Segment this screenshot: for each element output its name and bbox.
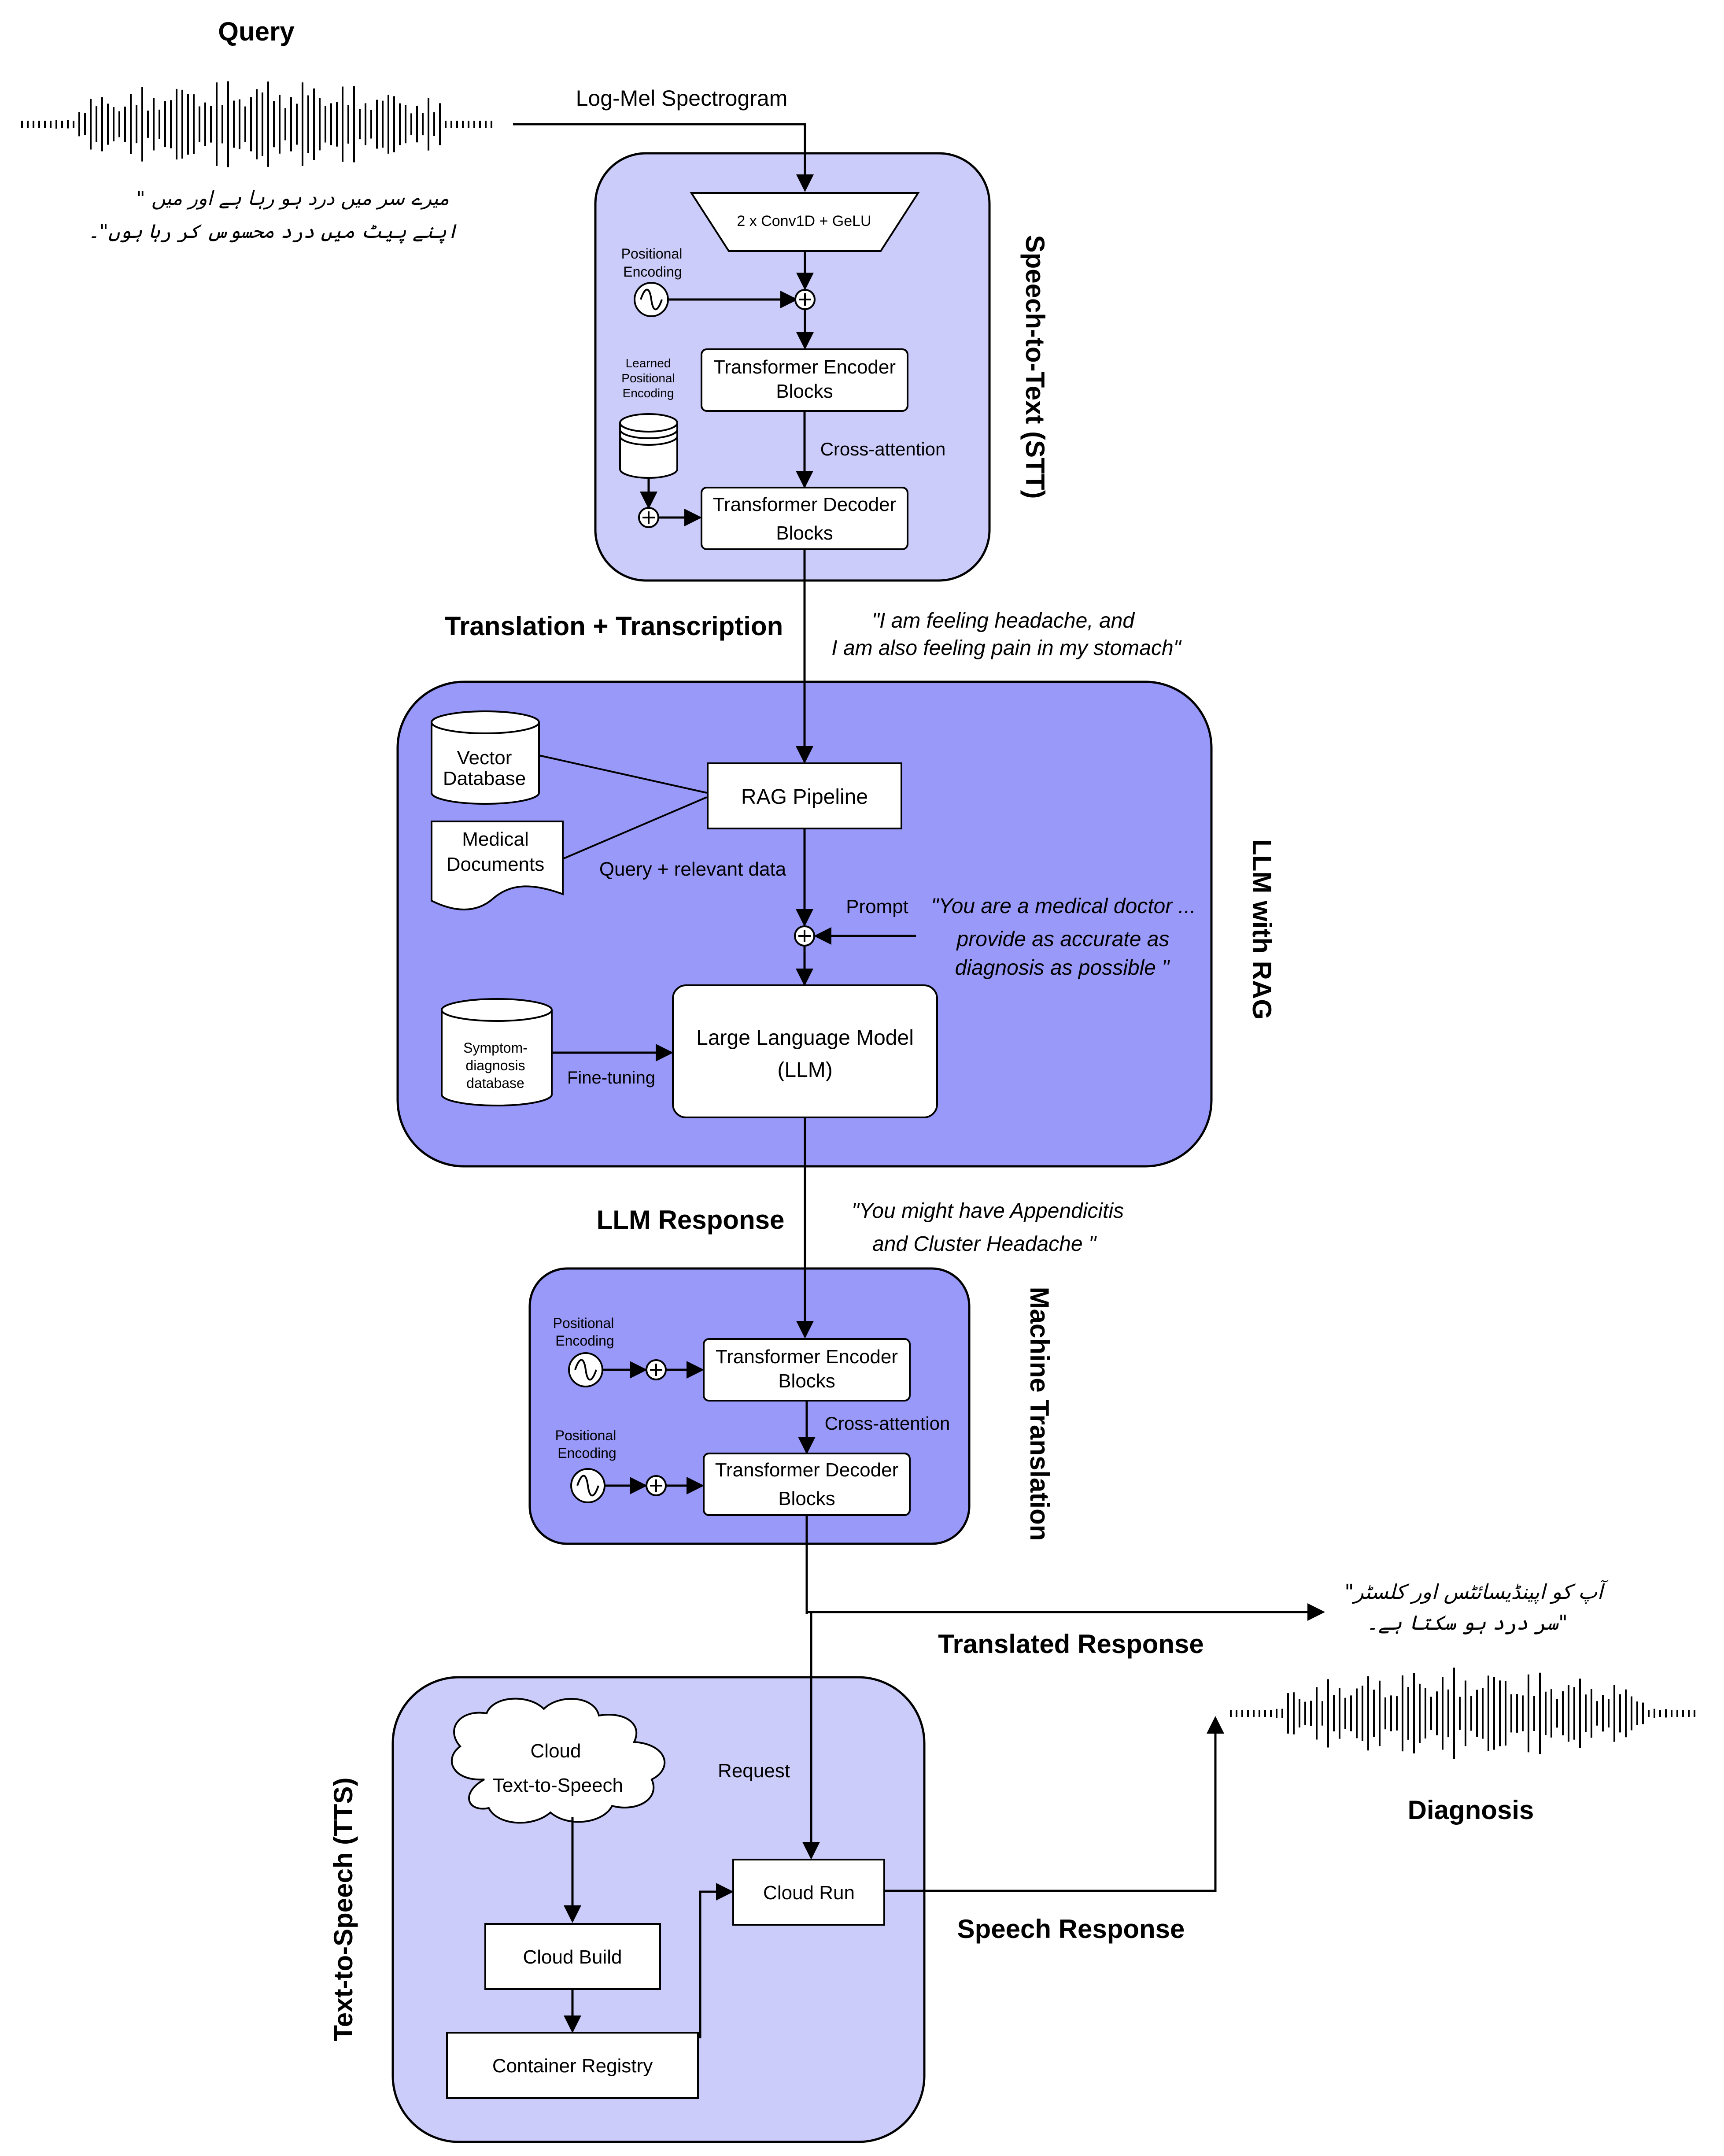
- stt-sine-wave-icon: [634, 282, 669, 317]
- cloud-icon: [451, 1697, 665, 1824]
- mt-pos-enc1-line2: Encoding: [555, 1333, 614, 1349]
- input-arrow: [513, 123, 814, 192]
- mt-pos-enc1-line1: Positional: [553, 1315, 614, 1331]
- symptom-database-cylinder-icon: [441, 998, 553, 1106]
- llm-model-block: [672, 984, 938, 1118]
- stt-learned-plus-icon: [638, 507, 659, 528]
- cloud-tts-line2: Text-to-Speech: [493, 1775, 623, 1796]
- cloud-run-block: [732, 1859, 885, 1926]
- query-waveform-icon: [21, 81, 492, 167]
- mt-plus-icon-2: [646, 1475, 667, 1496]
- prompt-text-line2: provide as accurate as: [956, 928, 1170, 951]
- prompt-text-line3: diagnosis as possible ": [955, 956, 1170, 980]
- conv-label: 2 x Conv1D + GeLU: [737, 213, 871, 229]
- medical-docs-line1: Medical: [462, 828, 529, 850]
- stt-encoder-line1: Transformer Encoder: [713, 356, 896, 378]
- llm-title: LLM with RAG: [1247, 839, 1277, 1020]
- conv-block: [690, 192, 920, 252]
- urdu-query-line2: اپنے پیٹ میں درد محسوس کر رہا ہوں"۔: [88, 220, 458, 244]
- rag-pipeline-block: [707, 762, 902, 829]
- mt-pos-enc2-line1: Positional: [555, 1427, 617, 1443]
- stage4-label: Speech Response: [957, 1914, 1185, 1944]
- stt-decoder-line2: Blocks: [776, 522, 833, 544]
- speech-response-arrow: [884, 1716, 1224, 1892]
- stt-title: Speech-to-Text (STT): [1020, 235, 1050, 499]
- mt-sine-wave-icon-2: [570, 1468, 605, 1503]
- llm-model-line2: (LLM): [777, 1058, 832, 1082]
- query-data-label: Query + relevant data: [599, 858, 786, 880]
- symptom-db-line1: Symptom-: [463, 1040, 528, 1056]
- llm-plus-icon: [794, 925, 815, 947]
- stt-pos-enc-line1: Positional: [621, 246, 683, 262]
- prompt-label: Prompt: [846, 896, 908, 917]
- container-registry-block: [446, 2032, 699, 2099]
- stt-encoder-line2: Blocks: [776, 381, 833, 402]
- cloud-build-label: Cloud Build: [523, 1946, 622, 1968]
- stage1-label: Translation + Transcription: [445, 611, 783, 641]
- mt-plus-icon-1: [646, 1359, 667, 1380]
- rag-label: RAG Pipeline: [741, 785, 868, 809]
- request-label: Request: [718, 1760, 790, 1782]
- stt-cross-attention: Cross-attention: [820, 439, 946, 459]
- stt-learned-line3: Encoding: [623, 386, 674, 400]
- vector-db-line1: Vector: [457, 747, 512, 769]
- urdu-query-line1: " میرے سر میں درد ہو رہا ہے اور میں: [136, 187, 449, 210]
- medical-docs-line2: Documents: [447, 854, 545, 875]
- mt-pos-enc2-line2: Encoding: [557, 1445, 616, 1461]
- mt-decoder-line2: Blocks: [778, 1488, 835, 1509]
- cloud-run-label: Cloud Run: [763, 1882, 855, 1904]
- vector-to-rag-line: [539, 754, 707, 794]
- docs-to-rag-line: [562, 796, 707, 860]
- urdu-response-line2: سر درد ہو سکتا ہے۔": [1366, 1611, 1568, 1635]
- stt-input-label: Log-Mel Spectrogram: [576, 86, 788, 111]
- stt-plus-icon: [794, 289, 816, 310]
- stage1-quote-line1: "I am feeling headache, and: [872, 609, 1135, 632]
- symptom-db-line3: database: [466, 1075, 524, 1091]
- diagnosis-title: Diagnosis: [1408, 1795, 1534, 1825]
- stt-learned-line1: Learned: [626, 356, 671, 370]
- cloud-tts-line1: Cloud: [531, 1740, 581, 1762]
- stage2-quote-line1: "You might have Appendicitis: [852, 1199, 1124, 1223]
- mt-sine-wave-icon-1: [568, 1352, 603, 1387]
- stt-pos-enc-line2: Encoding: [623, 264, 682, 280]
- stage1-quote-line2: I am also feeling pain in my stomach": [831, 636, 1181, 660]
- stage2-label: LLM Response: [597, 1205, 785, 1235]
- query-title: Query: [218, 17, 295, 46]
- mt-cross-attention: Cross-attention: [825, 1413, 950, 1434]
- registry-label: Container Registry: [492, 2055, 653, 2077]
- prompt-text-line1: "You are a medical doctor ...: [931, 895, 1196, 918]
- stt-decoder-line1: Transformer Decoder: [713, 494, 897, 515]
- stt-learned-line2: Positional: [621, 371, 675, 385]
- vector-db-line2: Database: [443, 768, 526, 789]
- vector-database-cylinder-icon: [431, 710, 540, 805]
- tts-title: Text-to-Speech (TTS): [329, 1778, 358, 2041]
- mt-title: Machine Translation: [1025, 1287, 1054, 1541]
- symptom-db-line2: diagnosis: [465, 1058, 525, 1073]
- mt-encoder-line2: Blocks: [778, 1370, 835, 1392]
- medical-documents-icon: [431, 821, 564, 910]
- diagnosis-waveform-icon: [1230, 1668, 1695, 1759]
- stt-database-cylinder-icon: [619, 413, 678, 479]
- stage3-label: Translated Response: [938, 1629, 1204, 1659]
- llm-model-line1: Large Language Model: [696, 1026, 914, 1050]
- fine-tuning-label: Fine-tuning: [567, 1068, 655, 1087]
- urdu-response-line1: "آپ کو اپینڈیسائٹس اور کلسٹر: [1344, 1579, 1609, 1604]
- registry-to-run-arrow: [698, 1883, 734, 2038]
- stage2-quote-line2: and Cluster Headache ": [872, 1232, 1097, 1256]
- mt-encoder-line1: Transformer Encoder: [716, 1346, 898, 1368]
- mt-decoder-line1: Transformer Decoder: [715, 1459, 899, 1481]
